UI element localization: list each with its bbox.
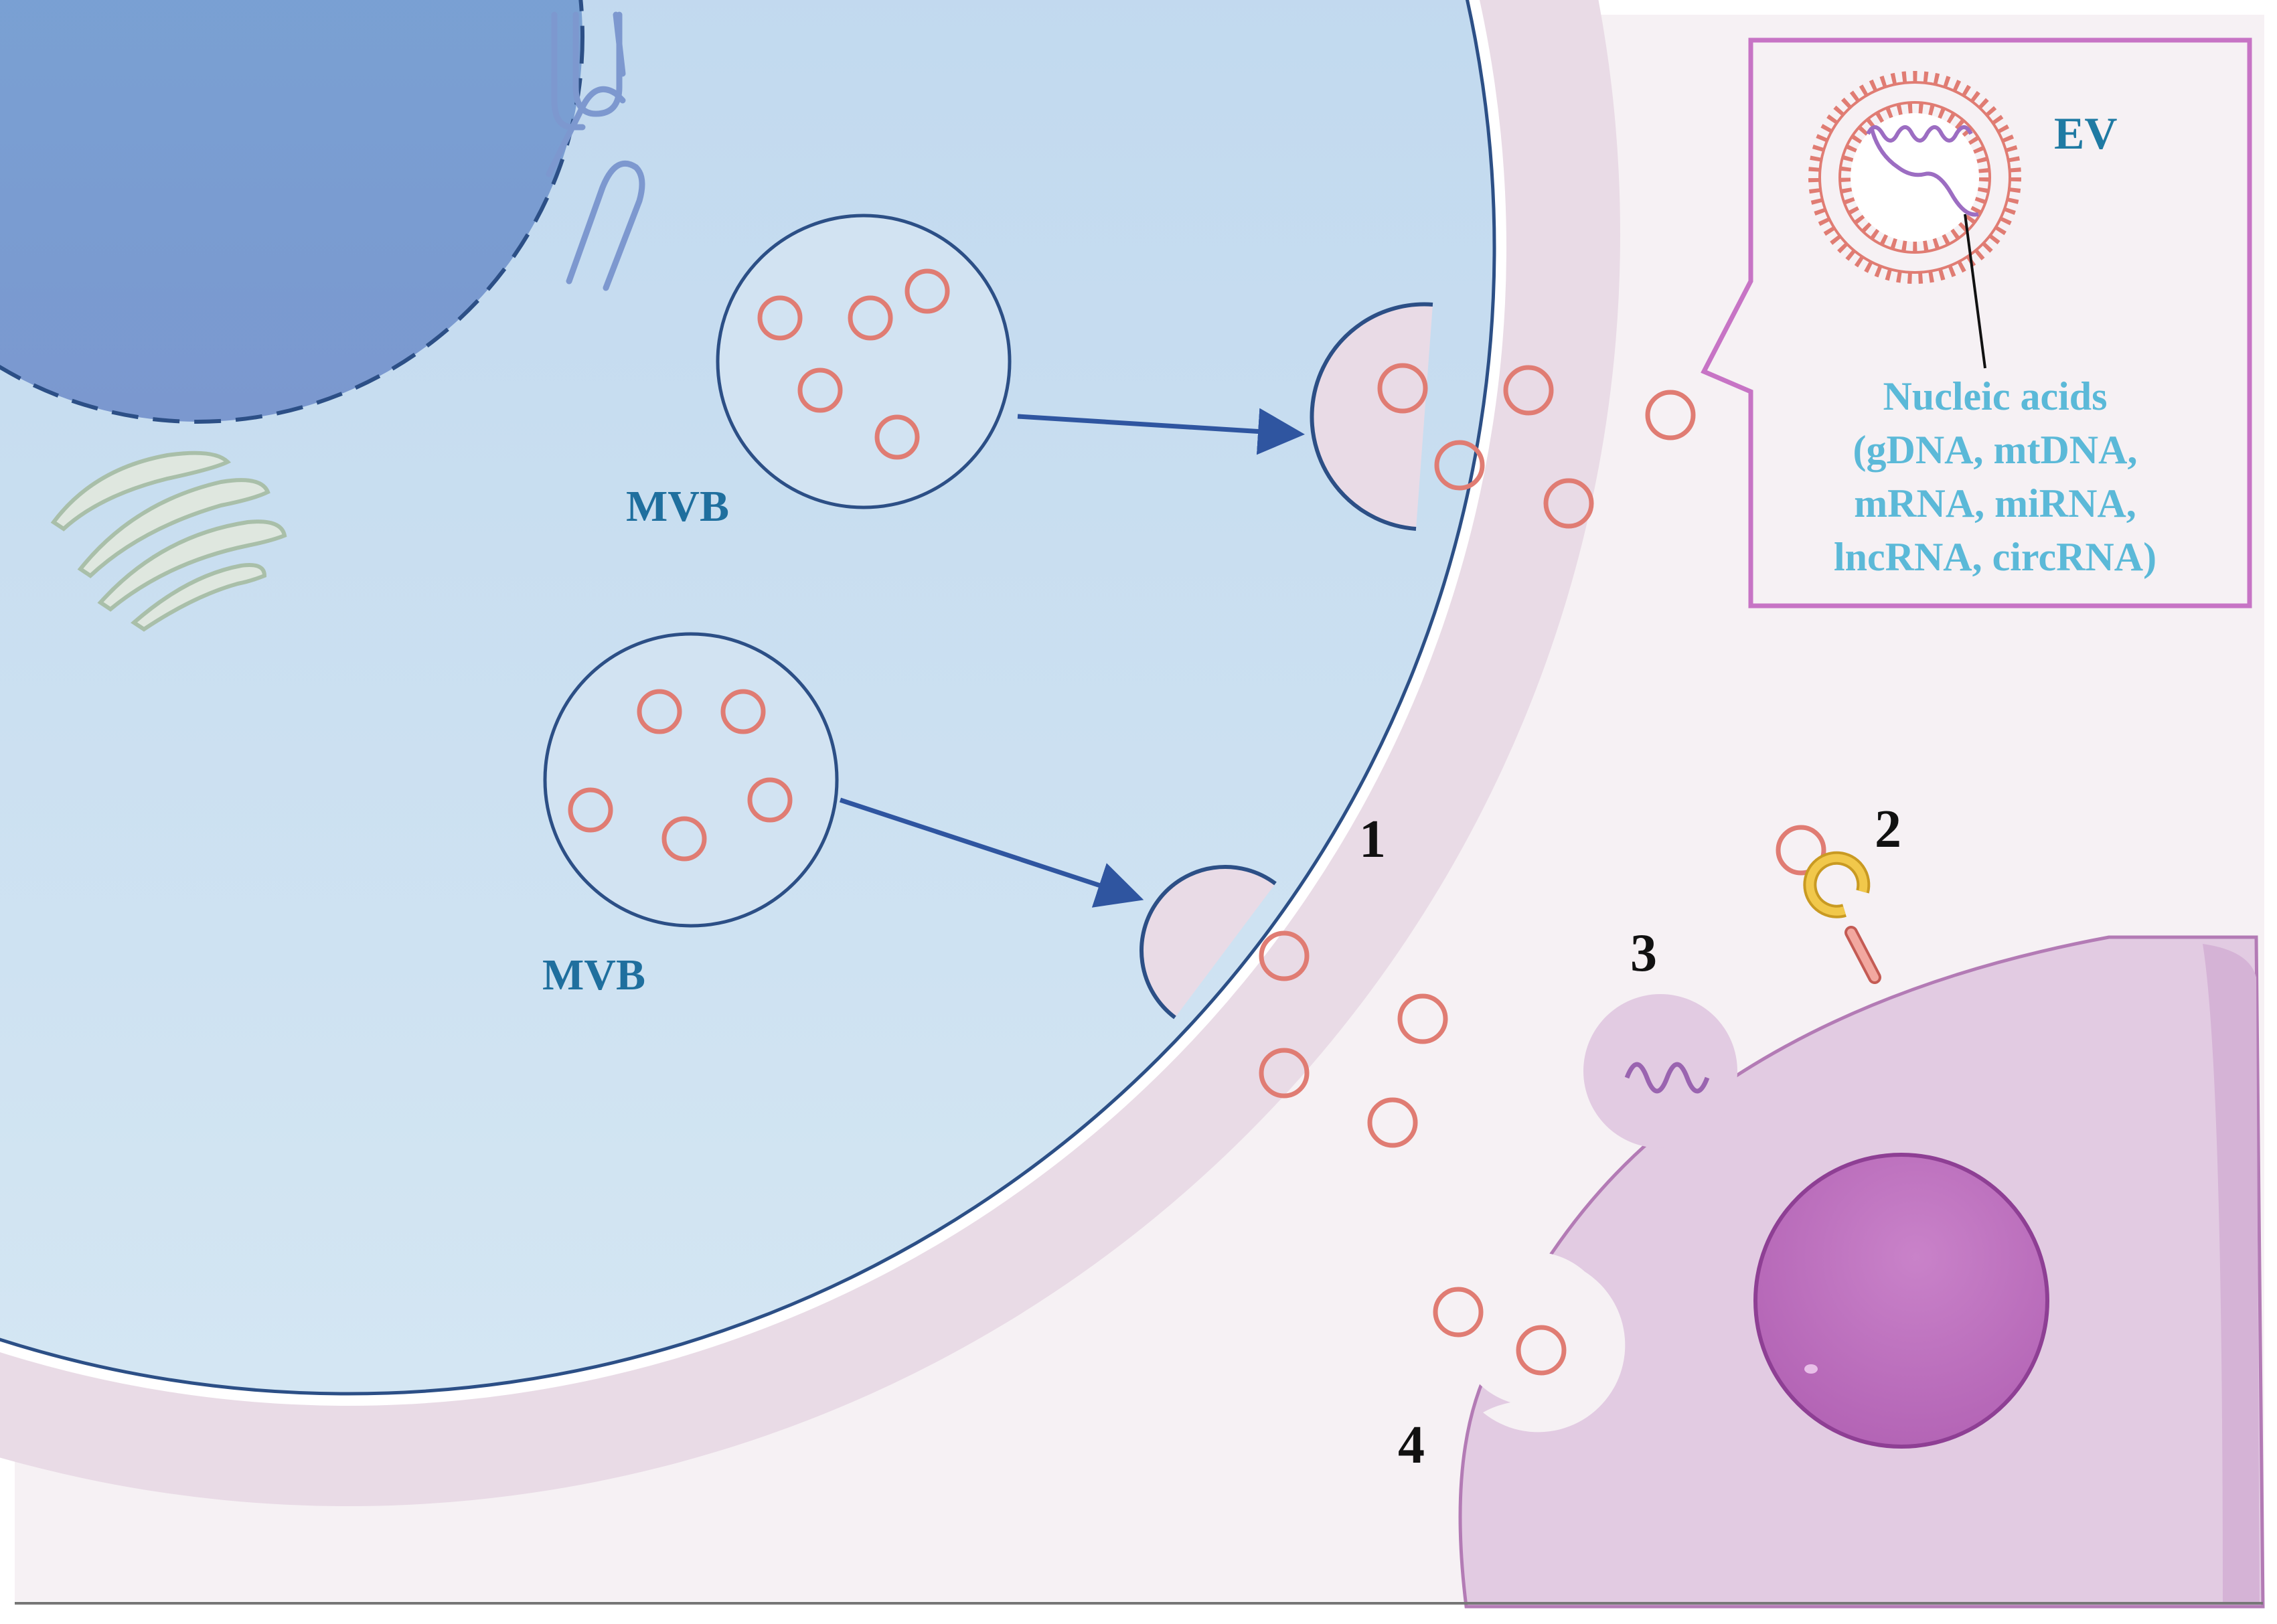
mvb-upper <box>716 214 1012 509</box>
recipient-nucleus <box>1753 1153 2049 1449</box>
ev-particle <box>1776 825 1826 876</box>
fusion-pocket-upper <box>1310 302 1433 531</box>
mvb-upper-label: MVB <box>626 482 729 531</box>
intraluminal-vesicle <box>905 268 950 314</box>
nucleic-acids-line-3: mRNA, miRNA, <box>1854 481 2136 525</box>
intraluminal-vesicle <box>797 368 843 413</box>
ev-particle <box>1503 365 1554 416</box>
intraluminal-vesicle <box>720 689 766 734</box>
intraluminal-vesicle <box>757 295 803 341</box>
intraluminal-vesicle <box>637 689 682 734</box>
nucleic-acids-line-4: lncRNA, circRNA) <box>1834 535 2156 579</box>
ev-particle <box>1377 363 1428 414</box>
ev-leader-line <box>1964 214 1986 369</box>
ev-bilayer-inner <box>1839 102 1990 253</box>
step-label-1: 1 <box>1359 810 1386 869</box>
ev-particle <box>1397 993 1448 1044</box>
ev-particle <box>1367 1097 1418 1148</box>
mvb-lower-label: MVB <box>542 951 645 999</box>
ev-nucleic-acid <box>1866 125 1979 217</box>
step-label-3: 3 <box>1630 924 1657 983</box>
mvb-lower <box>543 632 839 928</box>
released-evs <box>1259 363 1826 1148</box>
ev-particle <box>1259 930 1310 981</box>
intraluminal-vesicle <box>747 777 793 823</box>
recipient-cell <box>1458 935 2265 1609</box>
nucleic-acids-line-1: Nucleic acids <box>1883 374 2108 418</box>
fusion-pocket-lower <box>1140 865 1277 1020</box>
ev-particle <box>1516 1325 1567 1376</box>
donor-nucleus <box>0 0 584 424</box>
receptor <box>1803 851 1881 984</box>
endocytosis-pocket <box>1433 1252 1626 1433</box>
intraluminal-vesicle <box>661 816 707 862</box>
arrow-upper <box>1017 408 1305 455</box>
ev-particle <box>1259 1048 1310 1099</box>
golgi-apparatus <box>50 451 287 632</box>
ev-label: EV <box>2054 108 2117 159</box>
ev-bilayer-outer <box>1808 71 2021 284</box>
arrow-lower <box>839 797 1144 908</box>
step-label-2: 2 <box>1875 800 1901 859</box>
ev-particle <box>1433 1287 1484 1337</box>
ev-callout <box>1701 37 2252 608</box>
ev-particle <box>1543 478 1594 529</box>
endoplasmic-reticulum <box>546 11 645 291</box>
intraluminal-vesicle <box>848 295 893 341</box>
intraluminal-vesicle <box>874 414 920 460</box>
ev-particle <box>1645 390 1696 440</box>
nucleic-acids-line-2: (gDNA, mtDNA, <box>1853 428 2138 472</box>
step-label-4: 4 <box>1398 1416 1425 1475</box>
ev-particle <box>1434 440 1485 491</box>
membrane-fusion-bulge <box>1583 994 1737 1148</box>
intraluminal-vesicle <box>568 787 613 833</box>
